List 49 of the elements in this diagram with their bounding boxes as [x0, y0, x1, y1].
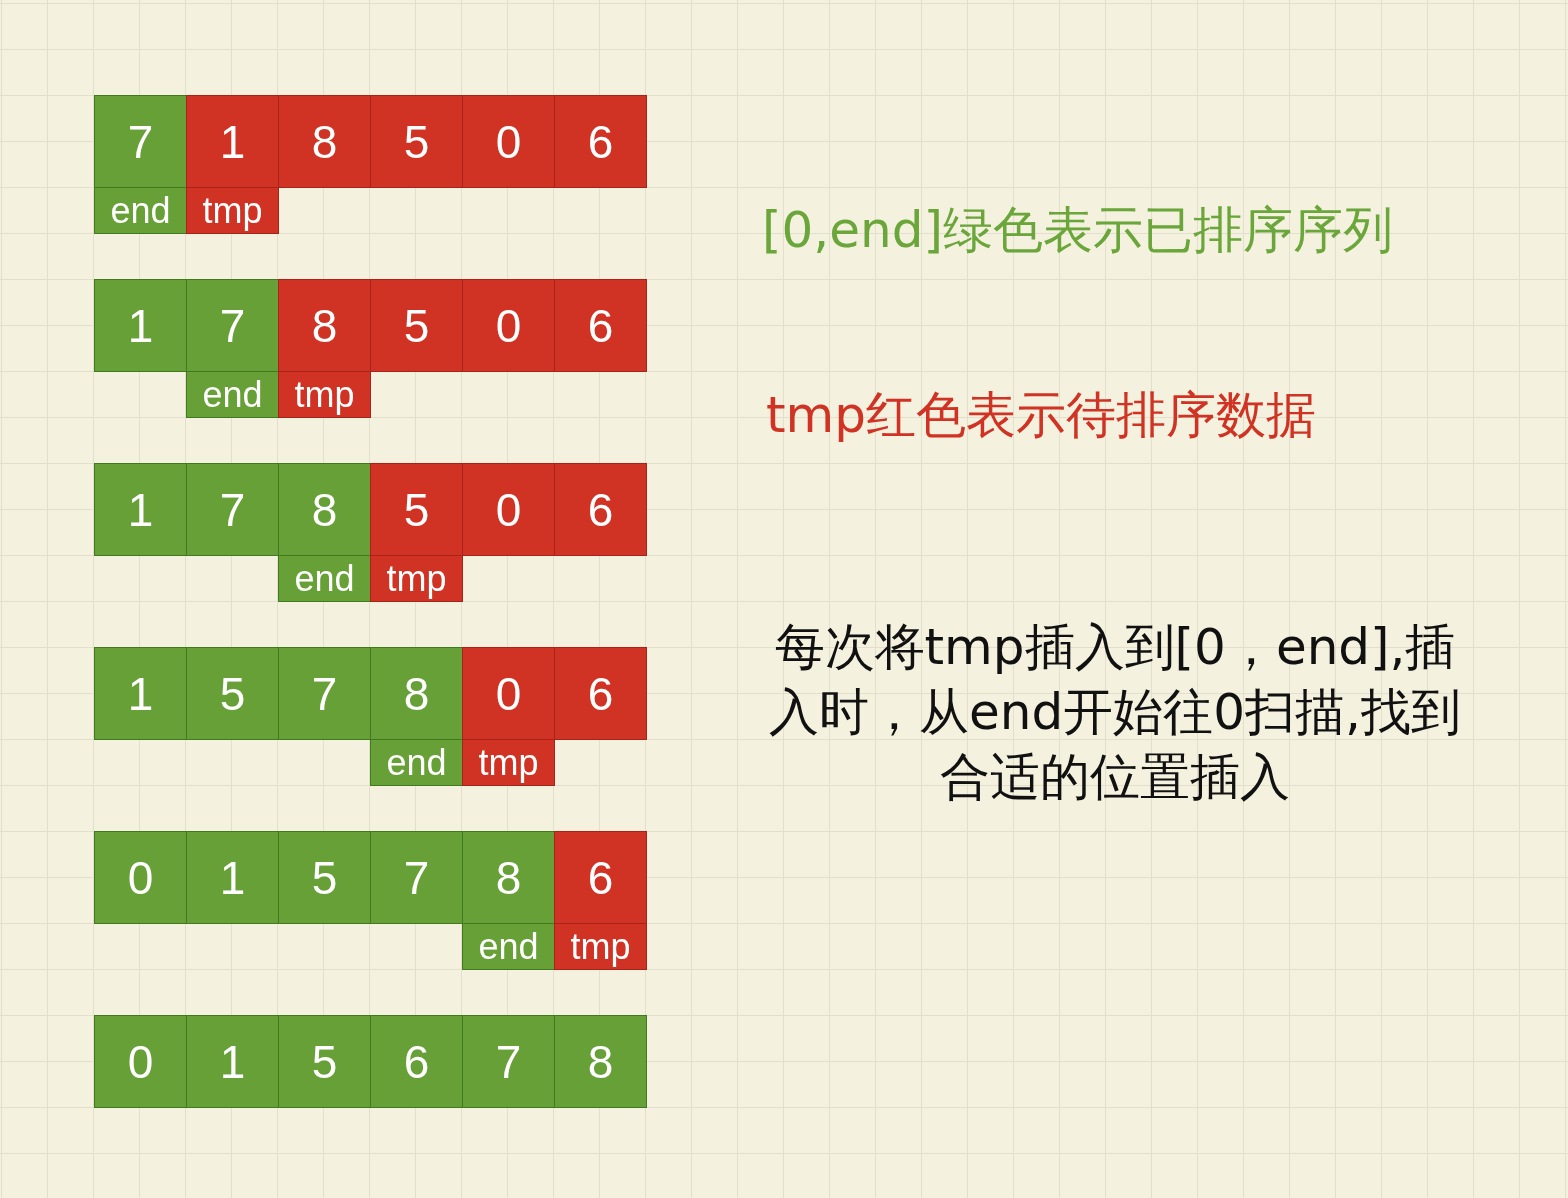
array-cell: 7: [186, 279, 279, 372]
array-cell: 6: [554, 95, 647, 188]
array-cell: 0: [462, 279, 555, 372]
array-cell: 0: [462, 463, 555, 556]
array-cell: 6: [554, 647, 647, 740]
array-cell: 1: [94, 463, 187, 556]
array-cell: 0: [94, 1015, 187, 1108]
array-cell: 5: [278, 831, 371, 924]
array-cell: 0: [462, 95, 555, 188]
tmp-marker: tmp: [370, 555, 463, 602]
array-cell: 1: [186, 831, 279, 924]
array-cell: 6: [554, 279, 647, 372]
array-cell: 7: [462, 1015, 555, 1108]
array-cell: 1: [94, 279, 187, 372]
array-cell: 5: [186, 647, 279, 740]
note-text: tmp红色表示待排序数据: [766, 385, 1318, 446]
array-cell: 8: [278, 279, 371, 372]
array-cell: 5: [370, 279, 463, 372]
array-cell: 1: [186, 95, 279, 188]
tmp-marker: tmp: [554, 923, 647, 970]
end-marker: end: [94, 187, 187, 234]
array-cell: 6: [554, 463, 647, 556]
note-text: 每次将tmp插入到[0，end],插入时，从end开始往0扫描,找到合适的位置插入: [768, 617, 1462, 808]
array-cell: 7: [370, 831, 463, 924]
array-cell: 1: [94, 647, 187, 740]
array-cell: 7: [94, 95, 187, 188]
array-cell: 5: [370, 463, 463, 556]
array-cell: 8: [554, 1015, 647, 1108]
end-marker: end: [462, 923, 555, 970]
array-cell: 5: [278, 1015, 371, 1108]
tmp-marker: tmp: [278, 371, 371, 418]
array-cell: 6: [370, 1015, 463, 1108]
array-cell: 7: [186, 463, 279, 556]
array-cell: 1: [186, 1015, 279, 1108]
end-marker: end: [186, 371, 279, 418]
tmp-marker: tmp: [462, 739, 555, 786]
array-cell: 8: [462, 831, 555, 924]
array-cell: 0: [462, 647, 555, 740]
array-cell: 8: [370, 647, 463, 740]
array-cell: 5: [370, 95, 463, 188]
array-cell: 6: [554, 831, 647, 924]
array-cell: 0: [94, 831, 187, 924]
note-text: [0,end]绿色表示已排序序列: [762, 200, 1394, 261]
end-marker: end: [370, 739, 463, 786]
array-cell: 8: [278, 463, 371, 556]
tmp-marker: tmp: [186, 187, 279, 234]
array-cell: 7: [278, 647, 371, 740]
end-marker: end: [278, 555, 371, 602]
array-cell: 8: [278, 95, 371, 188]
